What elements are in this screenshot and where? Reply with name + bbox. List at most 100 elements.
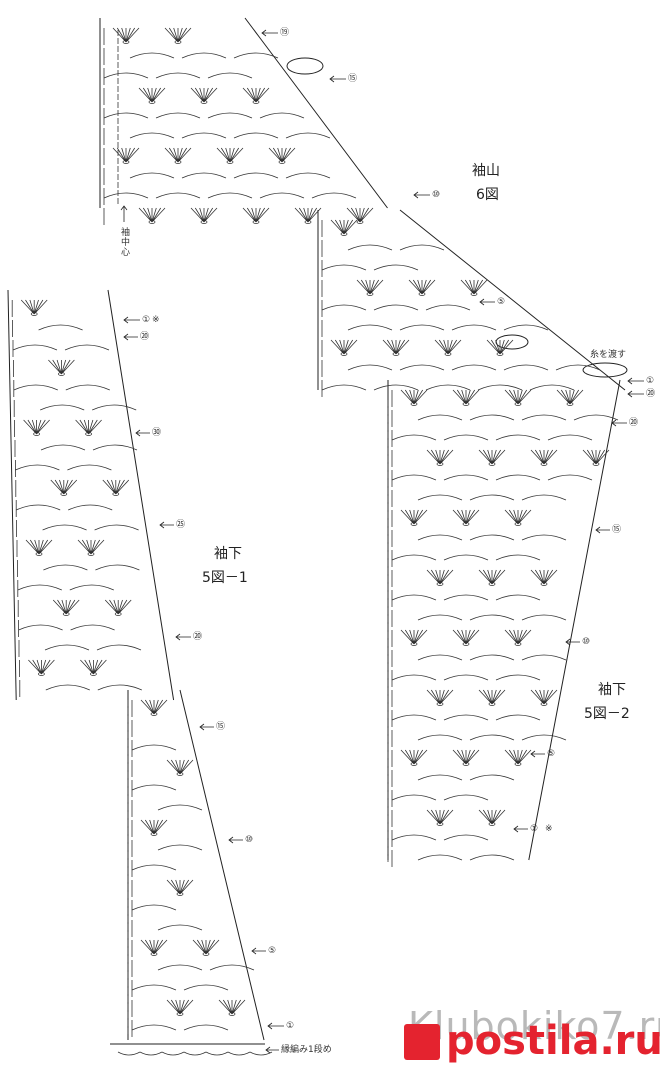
fan-stitch [218, 999, 246, 1015]
chain-arc [233, 132, 279, 139]
fan-stitch [166, 999, 194, 1015]
fan-stitch [164, 27, 192, 43]
fan-stitch [294, 207, 322, 223]
chain-arc [17, 584, 62, 591]
chain-arc [417, 534, 463, 541]
chain-arc [399, 324, 445, 331]
fan-base [62, 612, 70, 616]
arrow-icon [175, 633, 191, 641]
chain-arc [259, 192, 305, 199]
fan-base [488, 822, 496, 826]
watermark-site: Klubokiko7.ru [408, 1004, 660, 1048]
fan-stitch [52, 599, 80, 615]
fan-base [392, 352, 400, 356]
chain-arc [207, 192, 253, 199]
arrow-icon [228, 836, 243, 844]
fan-stitch [452, 509, 480, 525]
fan-base [436, 702, 444, 706]
fan-stitch [408, 279, 436, 295]
chain-arc [181, 132, 227, 139]
fan-base [278, 160, 286, 164]
chain-arc [495, 594, 541, 601]
panel-edge [528, 379, 621, 861]
label-pass-yarn: 糸を渡す [590, 350, 627, 360]
fan-base [304, 220, 312, 224]
fan-base [33, 432, 40, 436]
row-marker: ⑮ [348, 74, 358, 84]
chain-arc [443, 594, 489, 601]
chain-arc [425, 304, 471, 311]
chain-arc [547, 434, 593, 441]
fan-base [514, 522, 522, 526]
chain-arc [495, 434, 541, 441]
panel-edge [7, 289, 17, 701]
panel-edge [399, 209, 626, 391]
chain-arc [92, 444, 138, 451]
chain-arc [40, 404, 85, 411]
fan-stitch [80, 659, 107, 675]
fan-stitch [504, 629, 532, 645]
chain-arc [547, 474, 593, 481]
fan-stitch [530, 449, 558, 465]
title-figure-6: 6図 [476, 187, 499, 203]
chain-arc [495, 554, 541, 561]
chain-arc [443, 714, 489, 721]
chain-arc [469, 534, 515, 541]
chain-arc [181, 52, 227, 59]
yarn-loop [495, 334, 529, 350]
chain-arc [131, 1024, 177, 1031]
fan-stitch [478, 809, 506, 825]
row-marker: ㉕ [176, 520, 186, 530]
chain-arc [469, 734, 515, 741]
chain-arc [469, 614, 515, 621]
fan-base [122, 40, 130, 44]
chain-arc [285, 172, 331, 179]
chain-arc [249, 1051, 273, 1056]
fan-stitch [104, 599, 132, 615]
fan-base [444, 352, 452, 356]
chain-arc [451, 364, 497, 371]
fan-base [514, 762, 522, 766]
chain-arc [131, 904, 177, 911]
row-marker: ⑤ [268, 946, 277, 956]
arrow-icon [251, 947, 266, 955]
chain-arc [443, 674, 489, 681]
row-marker: ⑩ [582, 637, 591, 647]
title-underarm-1: 袖下 [214, 546, 242, 562]
chain-arc [131, 784, 177, 791]
chain-arc [391, 434, 437, 441]
chain-arc [391, 594, 437, 601]
chain-arc [321, 264, 367, 271]
arrow-icon [329, 75, 346, 83]
chain-arc [391, 834, 437, 841]
fan-base [200, 100, 208, 104]
fan-base [566, 402, 574, 406]
row-marker: ⑲ [280, 28, 290, 38]
chain-arc [96, 644, 142, 651]
chain-arc [40, 444, 86, 451]
fan-stitch [25, 539, 53, 555]
row-marker: ⑮ [216, 722, 226, 732]
chain-arc [183, 1051, 207, 1056]
chain-arc [477, 384, 523, 391]
fan-base [228, 1012, 236, 1016]
row-marker-star: ※ [545, 824, 553, 834]
fan-stitch [75, 419, 102, 435]
fan-base [176, 1012, 184, 1016]
row-marker: ⑳ [646, 389, 656, 399]
row-marker: ⑩ [432, 190, 441, 200]
chain-arc [92, 404, 137, 411]
chain-arc [555, 364, 601, 371]
row-marker: ① [530, 824, 539, 834]
fan-stitch [460, 279, 488, 295]
chain-arc [469, 414, 515, 421]
arrow-icon [123, 333, 138, 341]
fan-base [488, 582, 496, 586]
row-marker: ⑳ [629, 418, 639, 428]
fan-base [252, 100, 260, 104]
chain-arc [443, 434, 489, 441]
arrow-icon [261, 29, 278, 37]
fan-base [488, 702, 496, 706]
fan-base [514, 642, 522, 646]
